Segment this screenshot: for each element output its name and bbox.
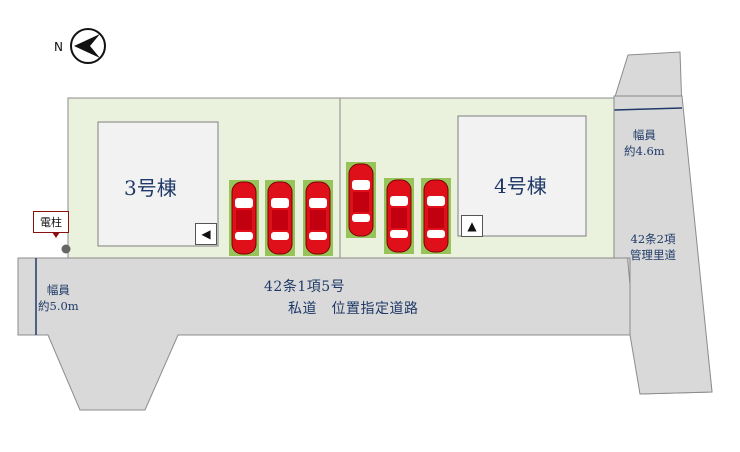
main-road-name-label: 私道 位置指定道路: [288, 301, 419, 317]
side-road-type-line2: 管理里道: [630, 248, 676, 262]
parking-car: [229, 180, 259, 256]
car-icon: [267, 181, 293, 255]
north-arrow-icon: N: [54, 28, 106, 64]
parking-car: [265, 180, 295, 256]
car-icon: [423, 179, 449, 253]
building-4-label: 4号棟: [494, 174, 547, 198]
entrance-marker-3: ◀: [195, 223, 217, 245]
parking-car: [421, 178, 451, 254]
triangle-left-icon: ◀: [201, 227, 211, 241]
compass: N: [52, 26, 108, 66]
side-road-type: 42条2項 管理里道: [630, 231, 676, 263]
side-road-width-value: 約4.6m: [624, 144, 665, 158]
side-road-width-marker: [613, 107, 683, 111]
main-road-width: 幅員 約5.0m: [38, 282, 79, 314]
side-road-width-title: 幅員: [632, 128, 656, 142]
main-road-type-label: 42条1項5号: [264, 279, 346, 295]
car-icon: [231, 181, 257, 255]
car-icon: [305, 181, 331, 255]
utility-pole-pointer: [52, 232, 60, 238]
side-road-width: 幅員 約4.6m: [624, 127, 665, 159]
main-road-width-value: 約5.0m: [38, 299, 79, 313]
side-road-type-line1: 42条2項: [630, 232, 676, 246]
car-icon: [386, 179, 412, 253]
parking-car: [346, 162, 376, 238]
north-letter: N: [54, 40, 63, 54]
parking-car: [384, 178, 414, 254]
utility-pole-dot: [61, 244, 71, 254]
utility-pole-label: 電柱: [33, 211, 69, 233]
parking-car: [303, 180, 333, 256]
triangle-up-icon: ▲: [467, 219, 477, 233]
main-road-width-title: 幅員: [46, 283, 70, 297]
building-3-label: 3号棟: [124, 176, 177, 200]
car-icon: [348, 163, 374, 237]
entrance-marker-4: ▲: [461, 215, 483, 237]
